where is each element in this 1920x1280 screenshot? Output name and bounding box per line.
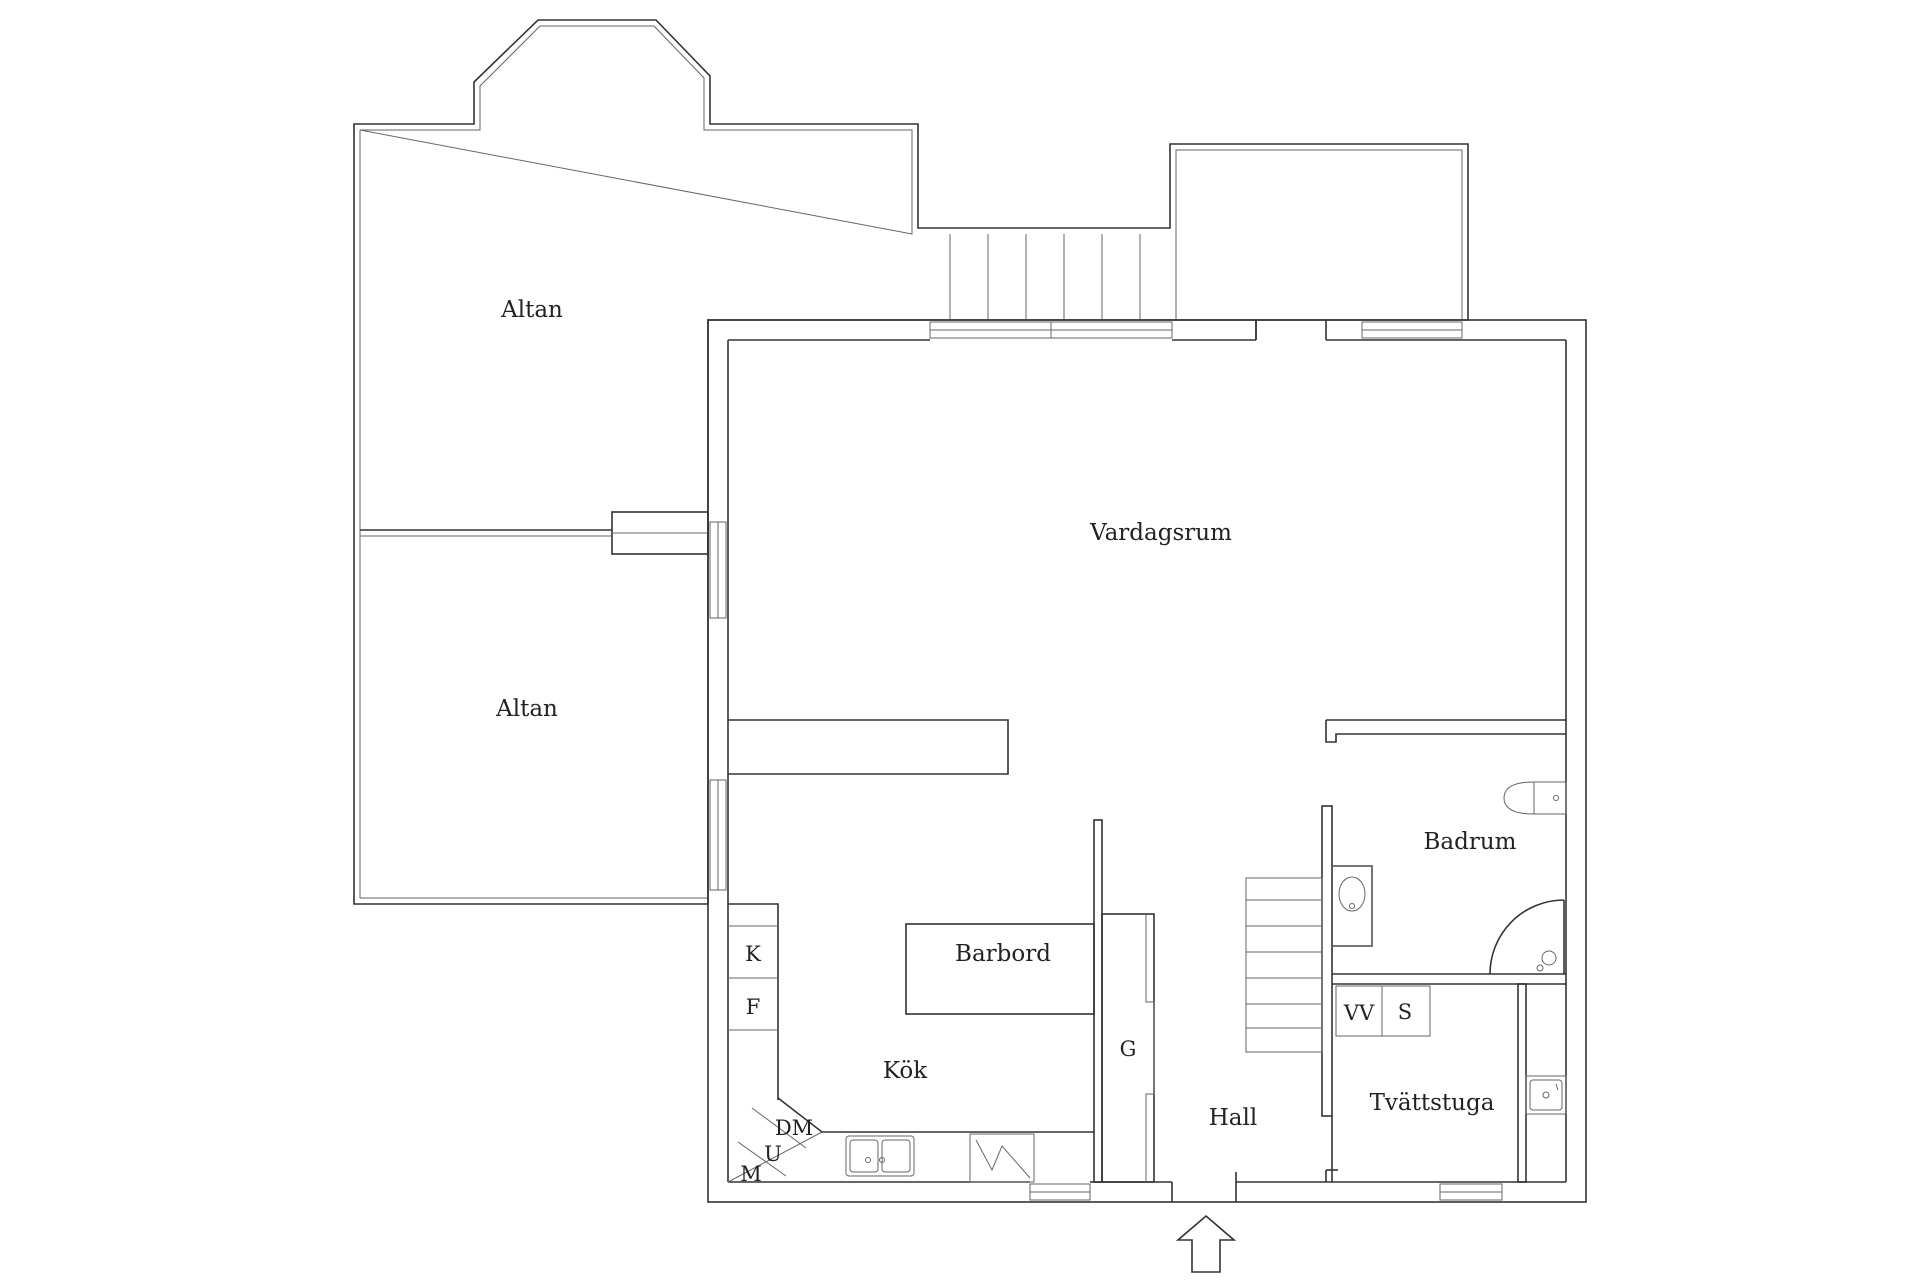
interior-walls — [728, 719, 1566, 1183]
label-altan-top: Altan — [500, 297, 563, 323]
house-walls — [707, 319, 1587, 1203]
entrance-arrow-icon — [1175, 1214, 1237, 1273]
label-diskmaskin: DM — [775, 1116, 813, 1140]
label-frys: F — [746, 995, 761, 1019]
hall-stairs — [1245, 877, 1323, 1053]
terrace-stairs — [949, 234, 1141, 320]
label-hall: Hall — [1209, 1105, 1257, 1131]
windows — [709, 321, 1503, 1201]
label-altan-bottom: Altan — [495, 696, 558, 722]
label-kok: Kök — [883, 1058, 928, 1084]
altan-outline — [353, 19, 1469, 905]
barbord-counter — [905, 923, 1095, 1015]
label-varmvatten: VV — [1343, 1001, 1375, 1025]
label-vardagsrum: Vardagsrum — [1089, 520, 1232, 546]
label-badrum: Badrum — [1424, 829, 1517, 855]
label-skap: S — [1398, 1000, 1412, 1024]
label-garderob: G — [1120, 1037, 1137, 1061]
label-mikro: M — [740, 1162, 762, 1186]
kitchen-counter — [727, 903, 1094, 1183]
label-barbord: Barbord — [955, 941, 1051, 967]
label-ugn: U — [764, 1142, 782, 1166]
label-tvattstuga: Tvättstuga — [1370, 1090, 1495, 1116]
bathroom-fixtures — [1331, 781, 1567, 975]
laundry-fixtures — [1335, 985, 1567, 1115]
label-kyl: K — [745, 942, 761, 966]
